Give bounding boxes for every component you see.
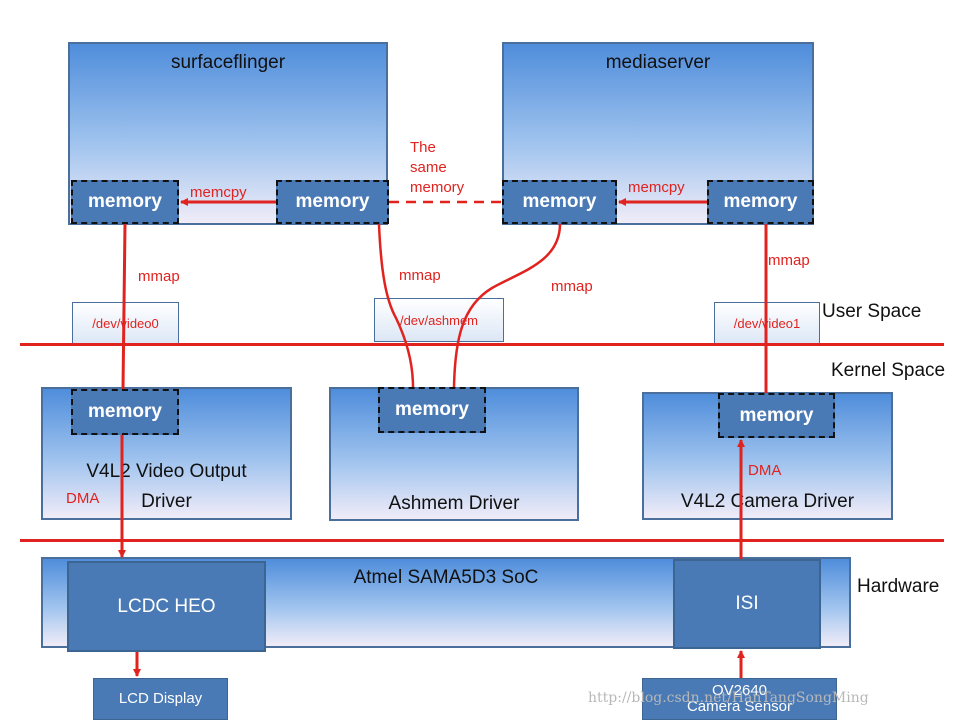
camera-driver-memory: memory	[718, 393, 835, 438]
same-memory-label-line2: same	[410, 159, 447, 176]
camera-sensor-block: OV2640 Camera Sensor	[642, 678, 837, 720]
isi-block: ISI	[673, 559, 821, 649]
soc-title: Atmel SAMA5D3 SoC	[353, 567, 539, 588]
mmap-label-video0: mmap	[138, 268, 180, 285]
ashmem-driver-title: Ashmem Driver	[388, 493, 520, 514]
mmap-label-video1: mmap	[768, 252, 810, 269]
v4l2-video-output-driver-title-line1: V4L2 Video Output	[86, 461, 247, 482]
hardware-label: Hardware	[857, 576, 940, 597]
lcdc-heo-block: LCDC HEO	[67, 561, 266, 652]
v4l2-video-output-driver-title-line2: Driver	[141, 491, 192, 512]
kernel-hardware-divider	[20, 539, 944, 542]
lcd-display-block: LCD Display	[93, 678, 228, 720]
watermark-url: http://blog.csdn.net/HanTangSongMing	[588, 690, 869, 706]
surfaceflinger-memory-left: memory	[71, 180, 179, 224]
user-kernel-divider	[20, 343, 944, 346]
kernel-space-label: Kernel Space	[831, 360, 946, 381]
same-memory-label-line3: memory	[410, 179, 465, 196]
user-space-label: User Space	[822, 301, 922, 322]
memcpy-label-right: memcpy	[628, 179, 685, 196]
mediaserver-title: mediaserver	[605, 52, 711, 73]
mediaserver-memory-right: memory	[707, 180, 814, 224]
dma-label-camera: DMA	[748, 462, 782, 479]
mmap-label-ashmem-left: mmap	[399, 267, 441, 284]
dma-label-output: DMA	[66, 490, 100, 507]
lcd-display-label: LCD Display	[118, 690, 203, 707]
camera-sensor-label-line1: OV2640	[711, 682, 768, 699]
video-output-driver-memory: memory	[71, 389, 179, 435]
v4l2-camera-driver-title: V4L2 Camera Driver	[680, 491, 855, 512]
surfaceflinger-title: surfaceflinger	[170, 52, 286, 73]
dev-video1-node: /dev/video1	[714, 302, 820, 345]
mediaserver-memory-left: memory	[502, 180, 617, 224]
memcpy-label-left: memcpy	[190, 184, 247, 201]
mmap-label-ashmem-right: mmap	[551, 278, 593, 295]
dev-ashmem-node: /dev/ashmem	[374, 298, 504, 342]
camera-sensor-label-line2: Camera Sensor	[686, 698, 793, 715]
surfaceflinger-memory-right: memory	[276, 180, 389, 224]
dev-video0-node: /dev/video0	[72, 302, 179, 345]
same-memory-label-line1: The	[410, 139, 436, 156]
ashmem-driver-memory: memory	[378, 387, 486, 433]
